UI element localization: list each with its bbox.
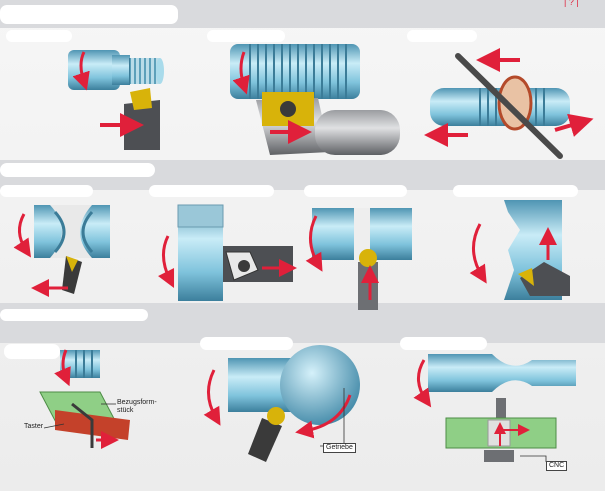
masked-caption — [453, 185, 578, 197]
figure-contour-turning — [469, 200, 570, 300]
masked-caption — [400, 337, 487, 350]
masked-caption — [207, 30, 285, 42]
label-getriebe: Getriebe — [323, 443, 356, 453]
figure-thread-milling — [230, 44, 400, 155]
figure-face-turning — [157, 204, 297, 301]
masked-caption — [6, 30, 72, 42]
masked-caption — [4, 344, 60, 359]
masked-caption — [0, 185, 93, 197]
masked-heading — [0, 163, 155, 177]
figure-spherical-turning — [203, 345, 360, 462]
figure-thread-die — [424, 48, 594, 159]
figure-copy-turning — [39, 349, 130, 449]
figure-profile-turning — [13, 205, 110, 297]
label-taster: Taster — [24, 423, 44, 430]
figure-thread-turning — [68, 50, 164, 150]
masked-heading-main — [0, 5, 178, 24]
masked-caption — [149, 185, 274, 197]
masked-caption — [407, 30, 477, 42]
masked-heading — [0, 309, 148, 321]
label-cnc: CNC — [546, 461, 568, 471]
masked-caption — [304, 185, 407, 197]
page-corner-mark: | ? | — [564, 0, 579, 7]
leader-line — [43, 423, 65, 429]
masked-caption — [200, 337, 293, 350]
figure-cnc-turning — [413, 354, 576, 462]
figure-grooving — [305, 208, 412, 310]
label-bezugsformstueck: Bezugsform- — [117, 399, 157, 406]
label-bezugsformstueck-line2: stück — [117, 407, 134, 414]
